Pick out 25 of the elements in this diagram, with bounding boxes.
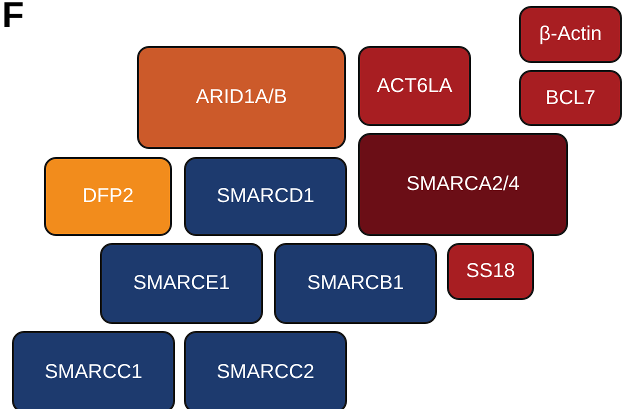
protein-name: ACT6LA: [376, 74, 452, 98]
protein-name: SMARCA2/4: [406, 173, 520, 196]
protein-box: [12, 331, 175, 409]
protein-name: SMARCE1: [133, 272, 230, 295]
protein-box: [358, 46, 471, 126]
protein-name: ARID1A/B: [196, 86, 288, 109]
protein-name: SMARCC1: [44, 360, 142, 384]
protein-box: [137, 46, 346, 149]
protein-box: [519, 6, 622, 63]
protein-box: [358, 133, 568, 236]
protein-name: SMARCB1: [307, 272, 404, 295]
protein-box: [184, 331, 347, 409]
protein-box: [519, 70, 622, 126]
protein-name: DFP2: [82, 185, 134, 208]
protein-name: β-Actin: [539, 23, 602, 46]
protein-name: SMARCC2: [216, 360, 314, 384]
protein-box: [274, 243, 437, 324]
protein-name: BCL7: [545, 86, 596, 110]
panel-letter: F: [2, 0, 24, 33]
protein-box: [447, 243, 534, 300]
protein-box: [100, 243, 263, 324]
protein-name: SS18: [466, 260, 515, 283]
protein-name: SMARCD1: [216, 185, 314, 208]
protein-box: [184, 157, 347, 236]
protein-box: [44, 157, 172, 236]
